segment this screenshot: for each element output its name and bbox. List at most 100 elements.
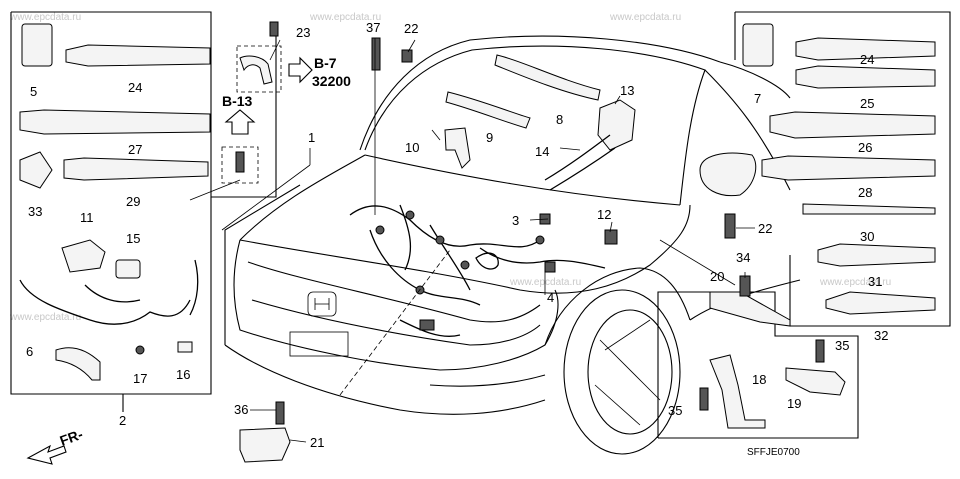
- right-clips: [742, 23, 936, 315]
- part-36-bolt: [275, 401, 285, 425]
- callout-numbers: 1 2 3 4 5 6 7 8 9 10 11 12 13 14 15 16 1…: [26, 20, 888, 450]
- connector-h: [544, 261, 556, 273]
- callout-20: 20: [710, 269, 724, 284]
- callout-8: 8: [556, 112, 563, 127]
- callout-27: 27: [128, 142, 142, 157]
- left-harness: [19, 239, 199, 381]
- callout-7: 7: [754, 91, 761, 106]
- harness-branch-1: [399, 204, 412, 271]
- windshield-base: [364, 154, 681, 206]
- windshield-frame: [364, 45, 706, 206]
- connector-b: [405, 210, 415, 220]
- part-35b-bolt: [699, 387, 709, 411]
- callout-17: 17: [133, 371, 147, 386]
- emblem-h: [314, 298, 330, 310]
- part-15-shape: [115, 259, 141, 279]
- callout-2: 2: [119, 413, 126, 428]
- connector-g: [419, 319, 435, 331]
- callout-13: 13: [620, 83, 634, 98]
- watermark-6: www.epcdata.ru: [819, 277, 891, 288]
- b13-bolt: [235, 151, 245, 173]
- grille-top: [247, 261, 541, 323]
- part-18-shape: [709, 354, 766, 429]
- callout-24b: 24: [860, 52, 874, 67]
- callout-35b: 35: [668, 403, 682, 418]
- part-14-wire: [544, 134, 611, 181]
- callout-11: 11: [80, 210, 94, 225]
- leader-b13: [189, 179, 241, 201]
- part-23-bolt: [269, 21, 279, 37]
- callout-29: 29: [126, 194, 140, 209]
- callout-14: 14: [535, 144, 549, 159]
- part-37-bolt: [371, 37, 381, 71]
- reference-labels: B-7 32200 B-13 SFFJE0700 FR-: [58, 55, 801, 458]
- callout-34: 34: [736, 250, 750, 265]
- part-23-shape: [239, 55, 273, 85]
- side-mirror: [699, 152, 757, 197]
- leader-13: [614, 95, 621, 105]
- part-22a-bolt: [401, 49, 413, 63]
- part-9-shape: [445, 91, 531, 129]
- harness-front: [399, 319, 461, 337]
- part-24b-shape: [795, 37, 936, 61]
- honda-emblem: [307, 291, 337, 317]
- callout-36: 36: [234, 402, 248, 417]
- leader-bracket: [659, 239, 736, 286]
- front-tire: [563, 289, 681, 455]
- callout-22a: 22: [404, 21, 418, 36]
- callout-32: 32: [874, 328, 888, 343]
- callout-15: 15: [126, 231, 140, 246]
- part-20-shape: [709, 291, 791, 327]
- callout-9: 9: [486, 130, 493, 145]
- connector-f: [535, 235, 545, 245]
- ref-box-b13: [221, 146, 259, 184]
- callout-5: 5: [30, 84, 37, 99]
- harness-branch-2: [429, 224, 471, 291]
- harness-loop: [475, 252, 499, 270]
- watermark-2: www.epcdata.ru: [309, 12, 381, 23]
- right-parts-group: [734, 11, 951, 327]
- leader-23: [269, 39, 281, 61]
- left-group-frame: [10, 12, 212, 395]
- callout-16: 16: [176, 367, 190, 382]
- part-14-wire-2: [549, 147, 616, 191]
- front-rim: [587, 309, 673, 435]
- callout-4: 4: [547, 290, 554, 305]
- part-11-shape: [61, 239, 106, 273]
- callout-6: 6: [26, 344, 33, 359]
- callout-31: 31: [868, 274, 882, 289]
- part-22b-bolt: [724, 213, 736, 239]
- brackets: [239, 55, 846, 463]
- b7-arrow: [288, 56, 313, 84]
- callout-21: 21: [310, 435, 324, 450]
- windshield-top: [359, 35, 721, 151]
- dashed-leader-front: [339, 249, 451, 396]
- part-35a-bolt: [815, 339, 825, 363]
- hood-front-edge: [239, 204, 691, 294]
- leader-12: [609, 221, 613, 233]
- part-8-shape: [494, 54, 601, 101]
- callout-37: 37: [366, 20, 380, 35]
- callout-26: 26: [858, 140, 872, 155]
- part-29-shape: [63, 157, 209, 181]
- callout-10: 10: [405, 140, 419, 155]
- lower-right-box: [657, 291, 859, 439]
- vehicle-body: [224, 35, 801, 455]
- watermark-1: www.epcdata.ru: [9, 12, 81, 23]
- callout-19: 19: [787, 396, 801, 411]
- watermark-3: www.epcdata.ru: [609, 12, 681, 23]
- leader-10: [431, 129, 441, 141]
- part-16-shape: [177, 341, 193, 353]
- right-group-frame: [735, 11, 951, 327]
- left-clips: [19, 23, 211, 189]
- front-fascia: [233, 239, 559, 371]
- part-21-shape: [239, 427, 291, 463]
- part-32-shape: [825, 291, 936, 315]
- part-17-shape: [135, 345, 145, 355]
- callout-30: 30: [860, 229, 874, 244]
- left-harness-branch: [84, 284, 141, 303]
- part-12-clip: [604, 229, 618, 245]
- left-harness-right: [189, 259, 199, 316]
- rim-spokes: [594, 319, 661, 426]
